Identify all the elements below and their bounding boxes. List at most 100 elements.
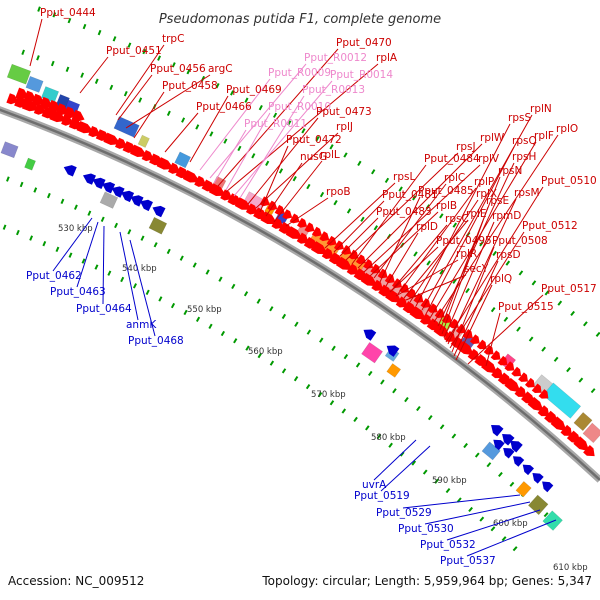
label-leader-line — [373, 183, 447, 279]
tick-mark — [343, 353, 349, 360]
kbp-label: 570 kbp — [311, 390, 346, 400]
tick-mark — [319, 337, 324, 343]
gene-label: rplE — [466, 208, 487, 220]
reverse-gene-arrow — [493, 439, 505, 451]
forward-gene-arrow — [469, 334, 480, 344]
gene-label: Pput_R0014 — [330, 69, 393, 81]
forward-gene-arrow — [296, 232, 309, 244]
gene-label: rplV — [478, 153, 500, 165]
label-leader-line — [379, 196, 421, 283]
tick-mark — [452, 222, 458, 228]
forward-gene-arrow — [130, 144, 148, 158]
forward-gene-arrow — [156, 157, 175, 170]
cog-gene-block — [148, 216, 168, 235]
label-leader-line — [247, 117, 319, 205]
forward-gene-arrow — [311, 226, 322, 237]
gene-label: rplX — [476, 188, 497, 200]
tick-mark — [315, 136, 320, 142]
forward-gene-arrow — [504, 361, 515, 371]
reverse-gene-arrow — [82, 173, 96, 185]
label-leader-line — [164, 112, 199, 153]
reverse-gene-arrow — [503, 447, 515, 459]
label-leader-line — [439, 176, 501, 331]
label-leader-line — [102, 225, 105, 305]
tick-mark — [265, 160, 270, 166]
tick-mark — [416, 405, 421, 412]
gene-label: Pput_0444 — [40, 7, 96, 19]
forward-gene-arrow — [234, 197, 253, 210]
tick-mark — [371, 169, 376, 175]
forward-gene-arrow — [115, 137, 128, 149]
forward-gene-arrow — [455, 323, 466, 334]
tick-mark — [398, 186, 403, 192]
forward-gene-arrow — [61, 114, 74, 126]
label-leader-line — [285, 197, 329, 227]
cog-gene-block — [174, 151, 192, 169]
forward-gene-arrow — [490, 350, 501, 360]
label-leader-line — [324, 182, 396, 249]
tick-mark — [465, 287, 470, 294]
tick-mark — [278, 168, 284, 174]
accession-text: Accession: NC_009512 — [8, 574, 144, 588]
kbp-label: 560 kbp — [248, 347, 283, 357]
reverse-gene-arrow — [363, 329, 377, 341]
tick-mark — [16, 229, 20, 236]
cog-gene-block — [582, 422, 600, 444]
label-leader-line — [357, 143, 483, 269]
tick-mark — [68, 252, 73, 258]
tick-mark — [422, 469, 428, 475]
gene-label: Pput_0515 — [498, 301, 554, 313]
tick-mark — [486, 462, 492, 468]
tick-mark — [570, 310, 575, 316]
reverse-gene-arrow — [102, 181, 116, 194]
label-leader-line — [391, 224, 448, 291]
tick-mark — [490, 526, 496, 532]
tick-mark — [21, 49, 25, 55]
tick-mark — [50, 60, 55, 67]
reverse-gene-arrow — [386, 345, 400, 357]
tick-mark — [427, 415, 433, 421]
forward-gene-arrow — [335, 256, 353, 271]
gene-label: anmK — [126, 319, 157, 331]
gene-label: Pput_0472 — [286, 134, 342, 146]
gene-label: rplR — [456, 248, 477, 260]
gene-label: Pput_0464 — [76, 303, 132, 315]
label-leader-line — [225, 112, 271, 191]
label-leader-line — [213, 129, 247, 184]
gene-label: rplO — [556, 123, 578, 135]
gene-label: argC — [208, 63, 233, 75]
tick-mark — [82, 23, 87, 30]
forward-gene-arrow — [467, 348, 480, 360]
tick-mark — [123, 91, 128, 97]
tick-mark — [355, 362, 361, 368]
gene-label: Pput_0470 — [336, 37, 392, 49]
tick-mark — [97, 29, 102, 36]
tick-mark — [404, 396, 409, 403]
gene-label: rpoB — [326, 186, 351, 198]
gene-label: Pput_0484 — [424, 153, 480, 165]
forward-gene-arrow — [518, 372, 528, 382]
genome-backbone-core — [0, 108, 600, 481]
forward-gene-arrow — [531, 383, 542, 394]
tick-mark — [94, 78, 99, 84]
label-leader-line — [115, 44, 165, 116]
tick-mark — [411, 460, 417, 466]
forward-gene-arrow — [538, 389, 549, 399]
tick-mark — [583, 321, 588, 327]
tick-mark — [451, 433, 457, 439]
forward-gene-arrow — [573, 436, 590, 452]
tick-mark — [306, 329, 312, 335]
forward-gene-arrow — [527, 396, 544, 412]
tick-mark — [544, 290, 550, 296]
tick-mark — [107, 270, 112, 276]
gene-label: Pput_0463 — [50, 286, 106, 298]
tick-mark — [294, 321, 299, 327]
gene-label: Pput_R0009 — [268, 67, 331, 79]
tick-mark — [55, 246, 60, 253]
gene-label: rpsH — [512, 151, 536, 163]
tick-mark — [329, 400, 335, 406]
cog-gene-block — [0, 141, 19, 159]
tick-layer — [2, 6, 600, 552]
gene-label: rpsQ — [512, 135, 537, 147]
forward-gene-arrow — [360, 272, 378, 287]
